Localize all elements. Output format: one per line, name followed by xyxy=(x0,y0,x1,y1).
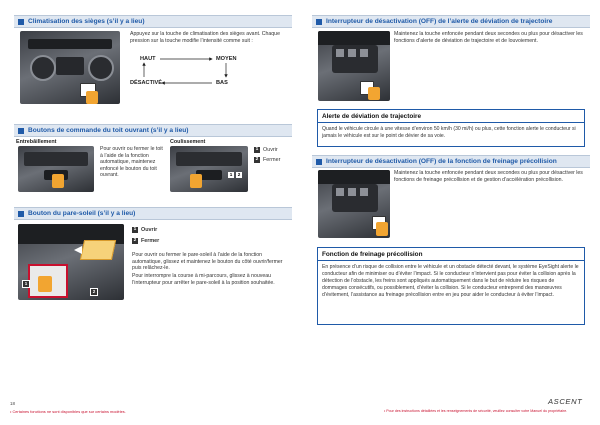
section-header-brake-switch: Interrupteur de désactivation (OFF) de l… xyxy=(312,155,590,168)
photo-num-2: 2 xyxy=(90,288,98,296)
hand-pointer-icon xyxy=(190,174,202,188)
section-header-sunshade: Bouton du pare-soleil (s’il y a lieu) xyxy=(14,207,292,220)
brake-switch-text: Maintenez la touche enfoncée pendant deu… xyxy=(394,170,583,183)
hand-pointer-icon xyxy=(376,222,388,236)
sunroof-tilt-photo xyxy=(18,146,94,192)
box-text: En présence d’un risque de collision ent… xyxy=(322,264,579,298)
seat-climate-text: Appuyez sur la touche de climatisation d… xyxy=(130,31,280,44)
label-bas: BAS xyxy=(216,80,228,86)
section-title: Climatisation des sièges (s’il y a lieu) xyxy=(28,18,145,25)
section-title: Bouton du pare-soleil (s’il y a lieu) xyxy=(28,210,136,217)
section-title: Boutons de commande du toit ouvrant (s’i… xyxy=(28,127,189,134)
page-number: 18 xyxy=(10,401,15,406)
right-footnote-text: • Pour des instructions détaillées et le… xyxy=(384,409,568,413)
label-desactive: DÉSACTIVÉ xyxy=(130,80,163,86)
hand-pointer-icon xyxy=(52,174,64,188)
sunshade-panel-icon xyxy=(79,240,117,260)
pre-collision-braking-box: Fonction de freinage précollision En pré… xyxy=(317,247,585,325)
box-title: Alerte de déviation de trajectoire xyxy=(318,110,584,123)
hand-pointer-icon xyxy=(86,91,98,104)
sunshade-photo: 1 2 xyxy=(18,224,124,300)
section-marker-icon xyxy=(18,127,24,134)
sunroof-text: Pour ouvrir ou fermer le toit à l’aide d… xyxy=(100,146,163,179)
section-marker-icon xyxy=(18,18,24,25)
box-text: Quand le véhicule circule à une vitesse … xyxy=(322,126,576,140)
section-title: Interrupteur de désactivation (OFF) de l… xyxy=(326,18,553,25)
cycle-arrows-icon xyxy=(142,57,228,85)
ascent-logo-text: ASCENT xyxy=(548,397,583,406)
label-moyen: MOYEN xyxy=(216,56,237,62)
left-footnote-text: • Certaines fonctions ne sont disponible… xyxy=(10,409,126,414)
section-header-sunroof: Boutons de commande du toit ouvrant (s’i… xyxy=(14,124,292,137)
hand-pointer-icon xyxy=(38,276,52,292)
num-badge-1: 1 xyxy=(254,146,260,153)
legend-close-label: Fermer xyxy=(263,157,281,163)
caption-slide: Coulissement xyxy=(170,139,206,145)
lane-departure-box: Alerte de déviation de trajectoire Quand… xyxy=(317,109,585,147)
section-marker-icon xyxy=(316,158,322,165)
box-title: Fonction de freinage précollision xyxy=(318,248,584,261)
section-marker-icon xyxy=(316,18,322,25)
photo-num-1: 1 xyxy=(228,172,234,178)
sunshade-text-1: Pour ouvrir ou fermer le pare-soleil à l… xyxy=(132,252,283,272)
section-header-seat-climate: Climatisation des sièges (s’il y a lieu) xyxy=(14,15,292,28)
num-badge-2: 2 xyxy=(254,156,260,163)
caption-tilt: Entrebâillement xyxy=(16,139,57,145)
section-header-lane-switch: Interrupteur de désactivation (OFF) de l… xyxy=(312,15,590,28)
brake-switch-photo xyxy=(318,170,390,238)
legend-close-label: Fermer xyxy=(141,238,160,244)
sunroof-slide-photo: 1 2 xyxy=(170,146,248,192)
ascent-logo: ASCENT xyxy=(548,397,582,406)
legend-open-label: Ouvrir xyxy=(263,147,278,153)
photo-num-1: 1 xyxy=(22,280,30,288)
section-title: Interrupteur de désactivation (OFF) de l… xyxy=(326,158,557,165)
sunshade-arrow-icon xyxy=(74,246,82,254)
left-footnote: • Certaines fonctions ne sont disponible… xyxy=(10,409,126,414)
lane-switch-text: Maintenez la touche enfoncée pendant deu… xyxy=(394,31,583,44)
sunshade-text-2: Pour interrompre la course à mi-parcours… xyxy=(132,273,275,286)
num-badge-2: 2 xyxy=(132,237,138,244)
seat-cycle-diagram: HAUT MOYEN DÉSACTIVÉ BAS xyxy=(130,56,260,92)
hand-pointer-icon xyxy=(368,87,380,100)
num-badge-1: 1 xyxy=(132,226,138,233)
label-haut: HAUT xyxy=(140,56,156,62)
section-marker-icon xyxy=(18,210,24,217)
lane-switch-photo xyxy=(318,31,390,101)
photo-num-2: 2 xyxy=(236,172,242,178)
legend-open-label: Ouvrir xyxy=(141,227,158,233)
right-footnote: • Pour des instructions détaillées et le… xyxy=(384,409,567,413)
seat-climate-photo xyxy=(20,31,120,104)
